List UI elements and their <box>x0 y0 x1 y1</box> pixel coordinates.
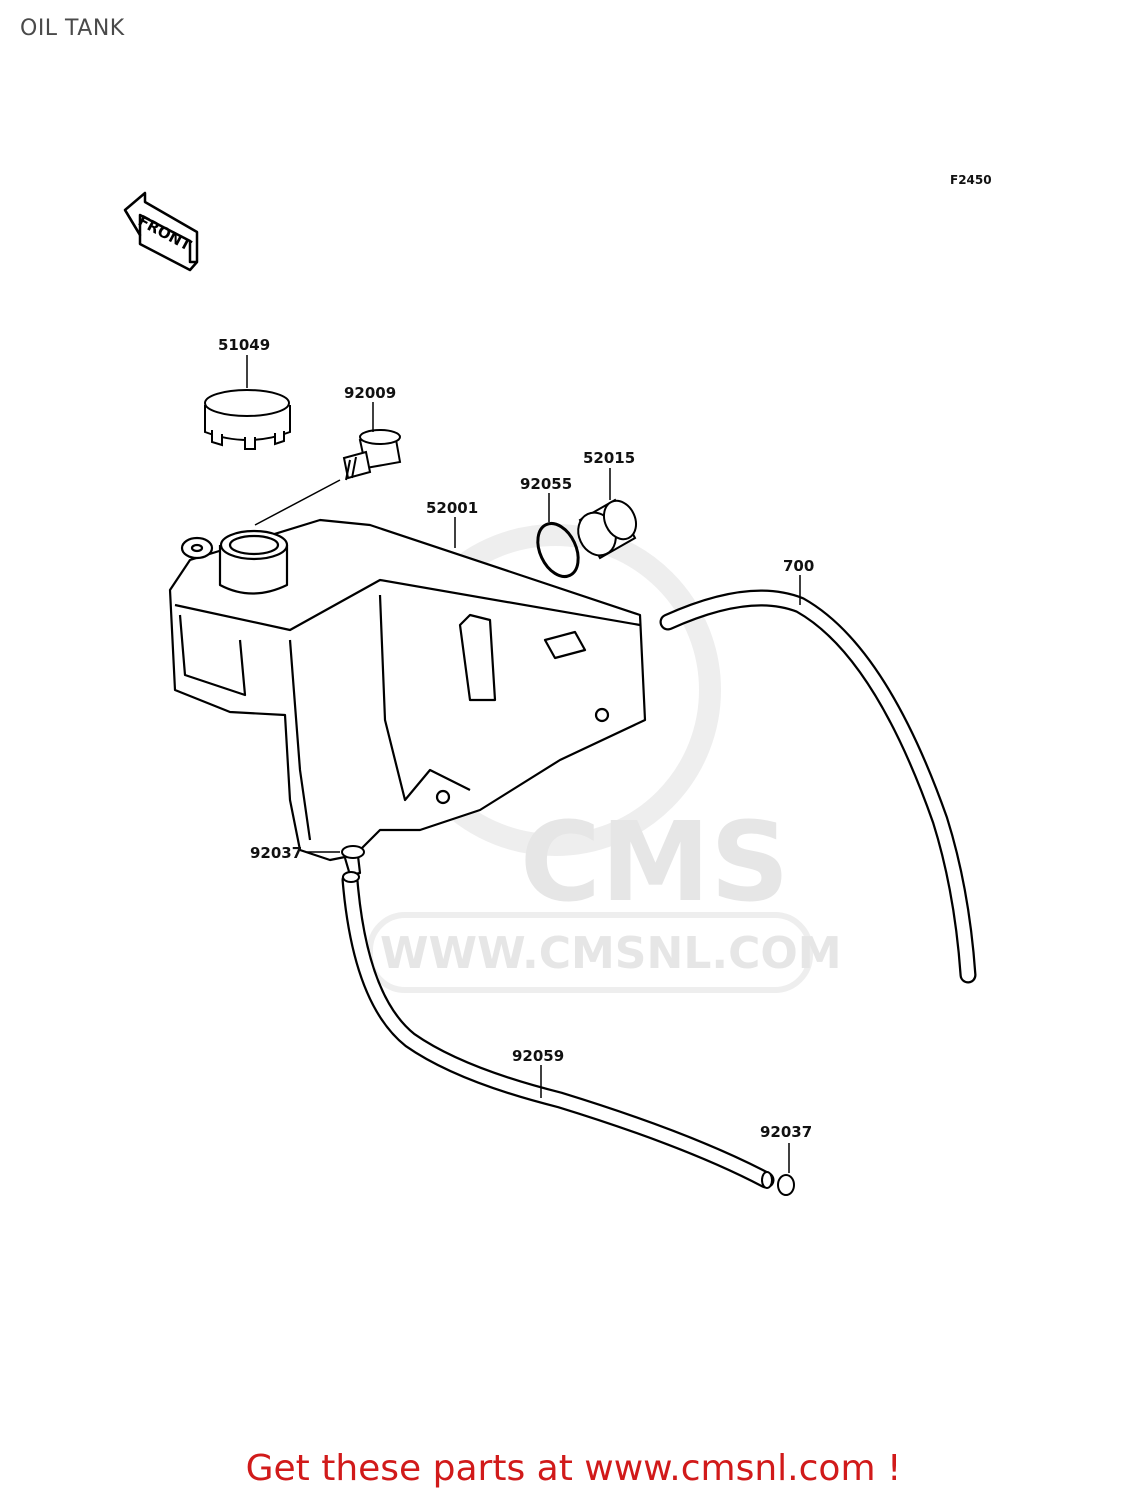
page-title: OIL TANK <box>20 16 125 41</box>
fitting-92009 <box>342 429 402 481</box>
clamp-92037-bottom <box>777 1174 795 1196</box>
part-label-92059[interactable]: 92059 <box>512 1047 564 1065</box>
part-label-51049[interactable]: 51049 <box>218 336 270 354</box>
front-arrow-icon: FRONT <box>123 191 199 272</box>
part-label-92037-bottom[interactable]: 92037 <box>760 1123 812 1141</box>
oring-92055 <box>536 522 580 578</box>
part-label-52001[interactable]: 52001 <box>426 499 478 517</box>
leader-lines <box>246 355 801 1173</box>
watermark-brand: CMS <box>520 798 789 926</box>
part-label-92037-top[interactable]: 92037 <box>250 844 302 862</box>
part-label-92009[interactable]: 92009 <box>344 384 396 402</box>
cta-link[interactable]: Get these parts at www.cmsnl.com ! <box>245 1448 902 1489</box>
parts-diagram: CMS WWW.CMSNL.COM F2450 FRONT <box>123 173 992 1196</box>
cap-51049 <box>204 389 291 450</box>
figure-code: F2450 <box>950 173 992 187</box>
watermark-url: WWW.CMSNL.COM <box>380 928 842 979</box>
part-label-92055[interactable]: 92055 <box>520 475 572 493</box>
oil-tank-52001 <box>168 518 647 877</box>
part-label-700[interactable]: 700 <box>783 557 814 575</box>
plug-52015 <box>577 498 638 560</box>
part-label-52015[interactable]: 52015 <box>583 449 635 467</box>
clamp-92037-top <box>341 845 365 859</box>
